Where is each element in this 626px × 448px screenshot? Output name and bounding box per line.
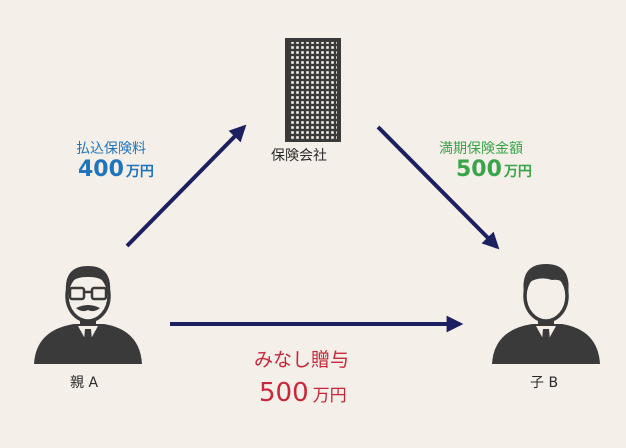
arrow-maturity — [376, 125, 500, 250]
premium-unit: 万円 — [125, 164, 154, 180]
premium-amount: 400 — [78, 157, 124, 182]
office-building-icon — [285, 38, 341, 142]
gift-amount: 500 — [259, 378, 309, 408]
child-label: 子 B — [530, 375, 559, 391]
gift-unit: 万円 — [312, 386, 347, 406]
child-person-icon — [492, 264, 600, 364]
gift-title: みなし贈与 — [254, 349, 350, 371]
parent-label: 親 A — [70, 375, 99, 391]
arrow-premium — [125, 124, 247, 248]
maturity-title: 満期保険金額 — [439, 141, 523, 157]
parent-person-icon — [34, 266, 142, 364]
insurer-label: 保険会社 — [271, 148, 327, 164]
maturity-unit: 万円 — [503, 164, 532, 180]
maturity-amount: 500 — [456, 157, 502, 182]
premium-title: 払込保険料 — [76, 141, 146, 157]
